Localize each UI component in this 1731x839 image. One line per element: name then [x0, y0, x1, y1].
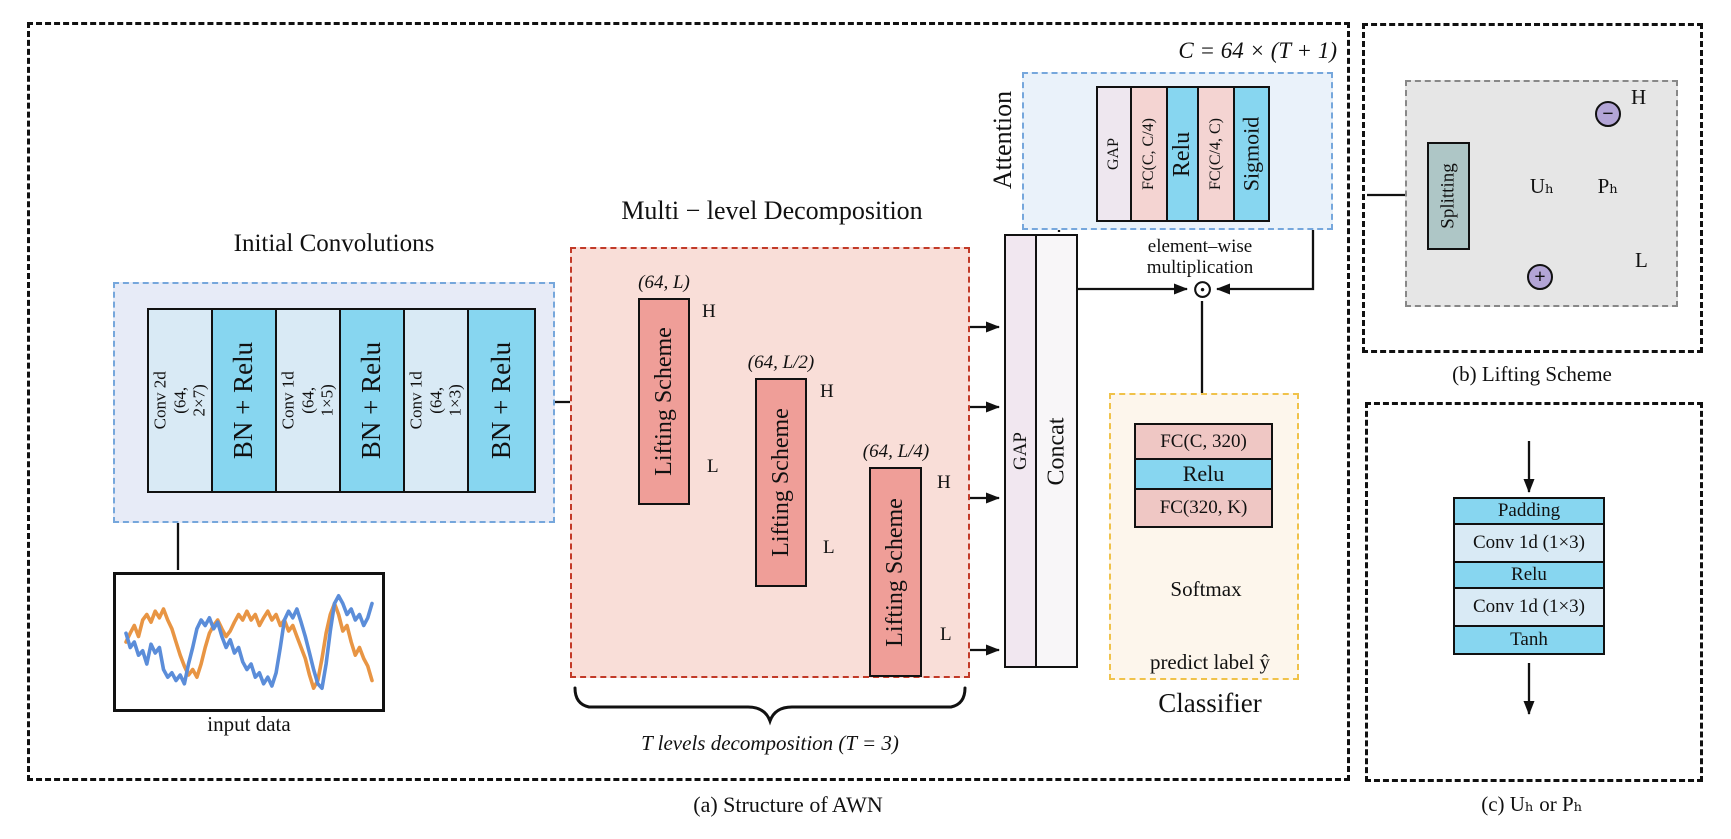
gap-bar: GAP: [1004, 234, 1037, 668]
blue-series: [124, 593, 374, 690]
classifier-relu-block: Relu: [1134, 458, 1273, 490]
b-h-label: H: [1631, 85, 1647, 109]
lifting-scheme-2: Lifting Scheme: [755, 378, 807, 587]
bn-relu-block-2: BN + Relu: [339, 308, 405, 493]
conv1d-block-c2: Conv 1d (1×3): [1453, 587, 1605, 627]
ls3-shape-label: (64, L/4): [862, 441, 930, 462]
h-label-2: H: [820, 381, 834, 402]
conv1d-shape: (64, 1×5): [298, 384, 337, 417]
lifting-scheme-3: Lifting Scheme: [869, 467, 922, 677]
decomposition-title: Multi − level Decomposition: [621, 196, 923, 225]
conv1d-label: Conv 1d: [278, 371, 298, 430]
conv2d-shape: (64, 2×7): [170, 384, 209, 417]
tanh-block: Tanh: [1453, 625, 1605, 655]
panel-b-frame: [1362, 23, 1703, 353]
panel-a-caption: (a) Structure of AWN: [693, 792, 883, 817]
conv2d-label: Conv 2d: [150, 371, 170, 430]
panel-c-caption: (c) Uₕ or Pₕ: [1481, 792, 1583, 816]
l-label-1: L: [707, 456, 719, 477]
h-label-3: H: [937, 472, 951, 493]
odot-glyph: ⊙: [1191, 274, 1214, 304]
softmax-label: Softmax: [1170, 577, 1242, 601]
conv2d-block: Conv 2d (64, 2×7): [147, 308, 213, 493]
plus-glyph: +: [1534, 266, 1546, 288]
brace: [573, 686, 967, 726]
conv1d-block-1: Conv 1d (64, 1×5): [275, 308, 341, 493]
conv1d-shape: (64, 1×3): [426, 384, 465, 417]
ls1-shape-label: (64, L): [638, 272, 690, 293]
conv1d-block-c1: Conv 1d (1×3): [1453, 523, 1605, 563]
ewm-line2: multiplication: [1146, 257, 1254, 278]
plus-circle-icon: +: [1527, 264, 1553, 290]
minus-circle-icon: −: [1595, 101, 1621, 127]
ls2-shape-label: (64, L/2): [747, 352, 815, 373]
attention-fc1-block: FC(C, C/4): [1130, 86, 1168, 222]
element-wise-multiplication-icon: ⊙: [1189, 276, 1216, 303]
brace-label: T levels decomposition (T = 3): [641, 731, 899, 755]
l-label-2: L: [823, 537, 835, 558]
input-waveforms: [124, 593, 374, 690]
classifier-fc1-block: FC(C, 320): [1134, 423, 1273, 460]
classifier-title: Classifier: [1158, 688, 1262, 718]
attention-dim-label: C = 64 × (T + 1): [1178, 38, 1337, 63]
bn-relu-block-3: BN + Relu: [467, 308, 536, 493]
uh-label: Uₕ: [1529, 174, 1555, 198]
input-data-label: input data: [207, 712, 291, 736]
conv1d-label: Conv 1d: [406, 371, 426, 430]
l-label-3: L: [940, 624, 952, 645]
splitting-block: Splitting: [1427, 142, 1470, 250]
padding-block: Padding: [1453, 497, 1605, 525]
ewm-line1: element–wise: [1147, 236, 1253, 257]
attention-sigmoid-block: Sigmoid: [1233, 86, 1270, 222]
minus-glyph: −: [1602, 103, 1614, 125]
panel-a-frame: [27, 22, 1350, 781]
concat-bar: Concat: [1035, 234, 1078, 668]
bn-relu-block-1: BN + Relu: [211, 308, 277, 493]
b-l-label: L: [1635, 248, 1648, 272]
initial-convolutions-title: Initial Convolutions: [233, 230, 435, 257]
ph-label: Pₕ: [1597, 174, 1619, 198]
classifier-fc2-block: FC(320, K): [1134, 488, 1273, 528]
conv1d-block-2: Conv 1d (64, 1×3): [403, 308, 469, 493]
relu-block-c: Relu: [1453, 561, 1605, 589]
input-data-plot: [113, 572, 385, 712]
panel-c-frame: [1365, 402, 1703, 782]
lifting-scheme-1: Lifting Scheme: [638, 298, 690, 505]
orange-series: [124, 601, 374, 690]
predict-label: predict label ŷ: [1149, 650, 1271, 674]
attention-gap-block: GAP: [1096, 86, 1132, 222]
attention-fc2-block: FC(C/4, C): [1197, 86, 1235, 222]
attention-relu-block: Relu: [1166, 86, 1199, 222]
element-wise-multiplication-label: element–wise multiplication: [1100, 236, 1300, 278]
panel-b-caption: (b) Lifting Scheme: [1452, 362, 1612, 386]
h-label-1: H: [702, 301, 716, 322]
